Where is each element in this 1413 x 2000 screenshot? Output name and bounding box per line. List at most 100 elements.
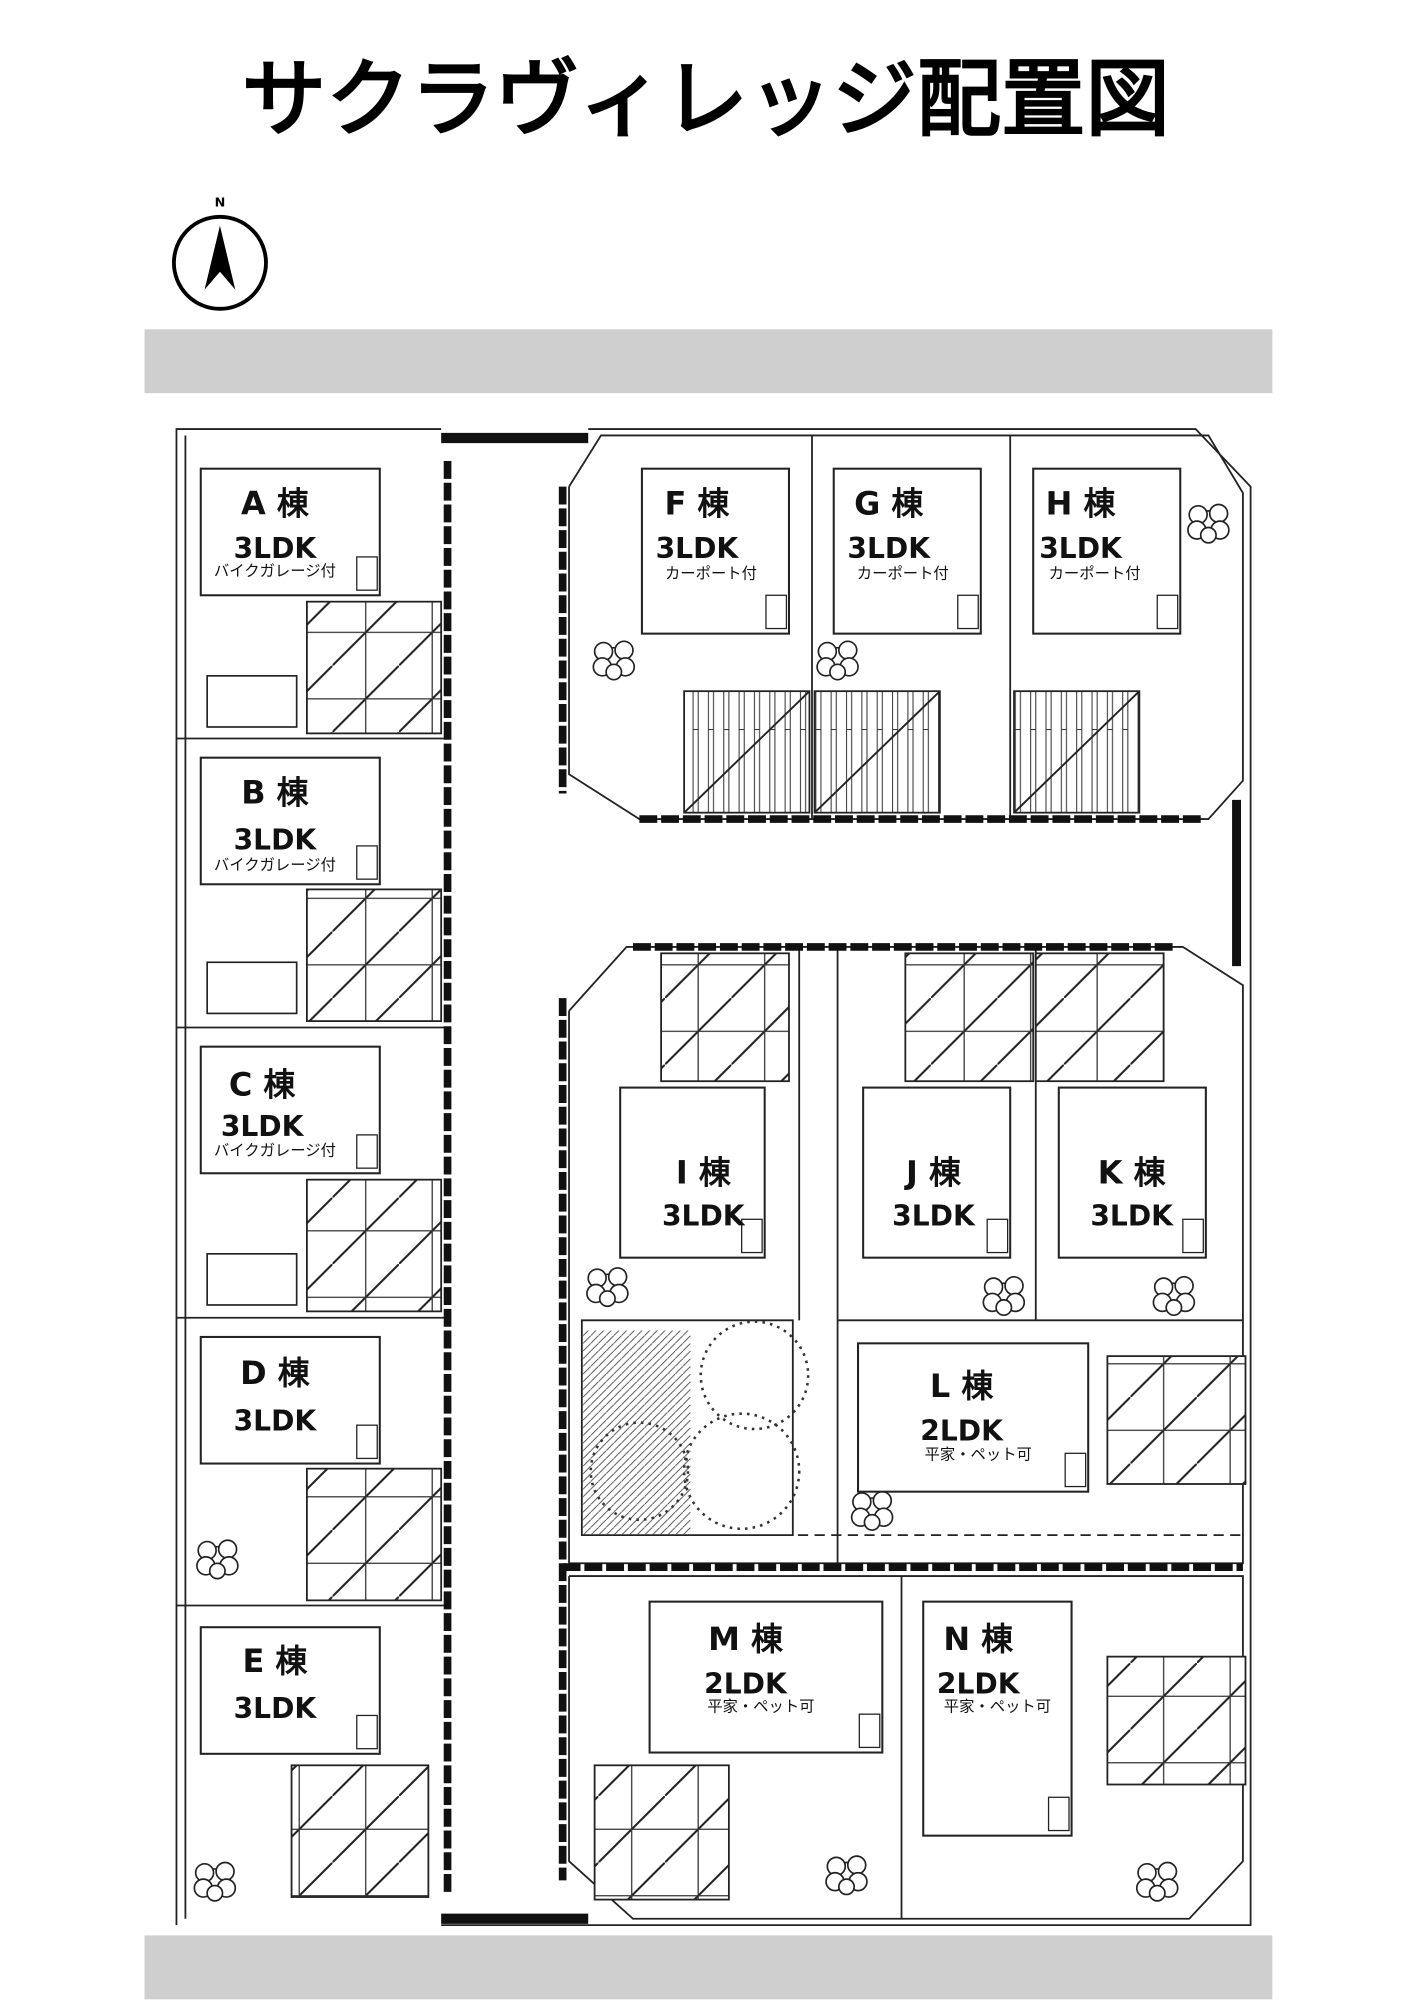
tree-icon <box>1152 1276 1196 1317</box>
tree-icon <box>1135 1861 1179 1902</box>
north-label: N <box>215 196 226 211</box>
building-outline <box>832 467 982 635</box>
parking-space <box>904 952 1035 1083</box>
house-layout: 3LDK <box>221 1110 305 1143</box>
house-note: カーポート付 <box>1049 565 1141 583</box>
house-note: 平家・ペット可 <box>944 1698 1051 1716</box>
house-layout: 3LDK <box>234 1404 318 1437</box>
entrance-icon <box>1064 1452 1087 1488</box>
entrance-icon <box>957 594 979 630</box>
house-layout: 3LDK <box>234 532 318 565</box>
parking-space <box>306 1178 443 1313</box>
tree-icon <box>196 1539 239 1580</box>
parking-space <box>306 888 443 1022</box>
building-outline <box>648 1600 884 1754</box>
tree-icon <box>586 1267 629 1308</box>
house-j[interactable]: J 棟 3LDK <box>862 1086 1012 1259</box>
bike-garage <box>206 675 298 728</box>
house-name: J 棟 <box>904 1153 962 1191</box>
page-title: サクラヴィレッジ配置図 <box>242 51 1170 149</box>
parking-space <box>593 1764 730 1901</box>
carport-diagonal <box>683 690 811 814</box>
building-outline <box>640 467 791 635</box>
tree-icon <box>825 1855 868 1896</box>
house-note: カーポート付 <box>665 565 757 583</box>
building-outline <box>199 1045 381 1175</box>
park-area <box>580 1319 810 1537</box>
building-outline <box>199 1335 381 1465</box>
parking-space <box>306 1467 443 1602</box>
entrance-icon <box>741 1218 763 1254</box>
entrance-icon <box>356 845 378 880</box>
bike-garage <box>206 1252 298 1306</box>
house-layout: 3LDK <box>1039 532 1123 565</box>
entrance-icon <box>986 1218 1009 1254</box>
house-k[interactable]: K 棟 3LDK <box>1057 1086 1207 1259</box>
parking-space <box>660 952 790 1083</box>
road-band-top <box>144 329 1273 394</box>
north-arrow: N <box>171 196 268 311</box>
road-band-bottom <box>144 1935 1273 2000</box>
house-layout: 3LDK <box>234 824 318 857</box>
entrance-icon <box>858 1713 881 1749</box>
house-layout: 3LDK <box>1090 1200 1174 1233</box>
fences <box>441 432 1243 1924</box>
house-note: バイクガレージ付 <box>214 856 336 874</box>
house-layout: 3LDK <box>662 1200 746 1233</box>
house-i[interactable]: I 棟 3LDK <box>619 1086 766 1259</box>
entrance-icon <box>765 594 788 630</box>
house-name: K 棟 <box>1098 1153 1167 1191</box>
bike-garage <box>206 961 298 1015</box>
house-layout: 3LDK <box>892 1200 976 1233</box>
parking-spaces <box>206 600 1247 1901</box>
trees <box>193 503 1230 1902</box>
tree-icon <box>193 1861 237 1902</box>
house-note: 平家・ペット可 <box>925 1446 1032 1464</box>
parking-space <box>1106 1655 1247 1786</box>
building-outline <box>619 1086 766 1259</box>
tree-icon <box>816 640 859 681</box>
house-note: 平家・ペット可 <box>707 1698 814 1716</box>
house-name: F 棟 <box>664 485 730 523</box>
tree-icon <box>592 640 636 681</box>
house-layout: 2LDK <box>937 1668 1021 1701</box>
house-name: A 棟 <box>241 485 310 523</box>
house-note: カーポート付 <box>857 565 949 583</box>
house-layout: 2LDK <box>704 1668 788 1701</box>
building-outline <box>1057 1086 1207 1259</box>
entrance-icon <box>356 1424 378 1460</box>
entrance-icon <box>356 1714 378 1750</box>
parking-space <box>1106 1355 1247 1485</box>
building-outline <box>199 1626 381 1755</box>
house-note: バイクガレージ付 <box>214 1141 336 1159</box>
house-layout: 3LDK <box>234 1692 318 1725</box>
tree-icon <box>850 1490 894 1531</box>
house-name: I 棟 <box>676 1153 732 1191</box>
building-outline <box>922 1600 1073 1837</box>
house-d[interactable]: D 棟 3LDK <box>199 1335 381 1465</box>
house-name: D 棟 <box>240 1354 311 1392</box>
tree-icon <box>982 1276 1026 1317</box>
house-name: M 棟 <box>708 1620 784 1658</box>
building-outline <box>199 467 381 597</box>
house-name: N 棟 <box>943 1620 1014 1658</box>
house-name: L 棟 <box>930 1367 994 1405</box>
house-layout: 3LDK <box>847 532 931 565</box>
house-layout: 2LDK <box>920 1415 1004 1448</box>
carport-diagonal <box>1013 690 1141 814</box>
entrance-icon <box>1047 1796 1070 1832</box>
entrance-icon <box>356 556 378 591</box>
house-name: G 棟 <box>854 485 924 523</box>
